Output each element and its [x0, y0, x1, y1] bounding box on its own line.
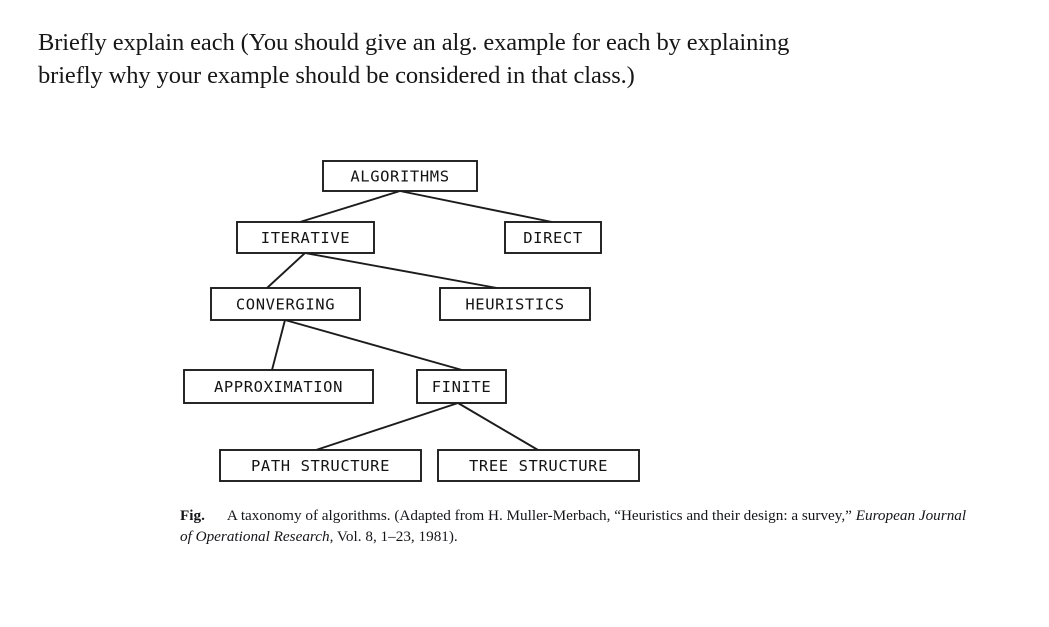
node-label-approximation: APPROXIMATION [214, 378, 343, 396]
node-algorithms[interactable]: ALGORITHMS [322, 160, 478, 192]
node-box-path-structure [219, 449, 422, 482]
node-finite[interactable]: FINITE [416, 369, 507, 404]
question-prompt: Briefly explain each (You should give an… [38, 26, 988, 92]
edge-algorithms-to-direct [399, 190, 553, 223]
node-label-algorithms: ALGORITHMS [350, 168, 449, 186]
node-box-algorithms [322, 160, 478, 192]
taxonomy-figure: ALGORITHMS ITERATIVE DIRECT CONVERGING HEURI… [0, 140, 1049, 560]
node-box-finite [416, 369, 507, 404]
edge-layer [266, 190, 553, 451]
node-direct[interactable]: DIRECT [504, 221, 602, 254]
node-label-path-structure: PATH STRUCTURE [251, 457, 390, 475]
node-label-heuristics: HEURISTICS [465, 296, 564, 314]
node-label-iterative: ITERATIVE [261, 229, 350, 247]
node-box-heuristics [439, 287, 591, 321]
edge-finite-to-path-structure [315, 402, 459, 451]
edge-algorithms-to-iterative [299, 190, 401, 223]
prompt-line-2: briefly why your example should be consi… [38, 62, 635, 89]
node-heuristics[interactable]: HEURISTICS [439, 287, 591, 321]
node-path-structure[interactable]: PATH STRUCTURE [219, 449, 422, 482]
node-tree-structure[interactable]: TREE STRUCTURE [437, 449, 640, 482]
prompt-line-1: Briefly explain each (You should give an… [38, 29, 790, 56]
node-approximation[interactable]: APPROXIMATION [183, 369, 374, 404]
node-label-converging: CONVERGING [236, 296, 335, 314]
edge-finite-to-tree-structure [457, 402, 539, 451]
caption-fig-label: Fig. [180, 507, 205, 524]
node-box-tree-structure [437, 449, 640, 482]
node-label-direct: DIRECT [523, 229, 583, 247]
caption-text-before-italic: A taxonomy of algorithms. (Adapted from … [226, 507, 856, 524]
caption-journal-title: European Journal of Operational Research [180, 507, 967, 545]
node-box-iterative [236, 221, 375, 254]
edge-converging-to-approximation [271, 319, 286, 371]
node-box-converging [210, 287, 361, 321]
edge-iterative-to-heuristics [304, 252, 498, 289]
taxonomy-tree-diagram: ALGORITHMS ITERATIVE DIRECT CONVERGING HEURI… [183, 160, 640, 482]
node-converging[interactable]: CONVERGING [210, 287, 361, 321]
node-box-direct [504, 221, 602, 254]
figure-caption: Fig. A taxonomy of algorithms. (Adapted f… [180, 506, 980, 547]
node-iterative[interactable]: ITERATIVE [236, 221, 375, 254]
edge-iterative-to-converging [266, 252, 306, 289]
node-box-approximation [183, 369, 374, 404]
caption-text-after-italic: , Vol. 8, 1–23, 1981). [329, 527, 458, 545]
edge-converging-to-finite [284, 319, 463, 371]
node-layer: ALGORITHMS ITERATIVE DIRECT CONVERGING HEURI… [183, 160, 640, 482]
node-label-finite: FINITE [432, 378, 492, 396]
node-label-tree-structure: TREE STRUCTURE [469, 457, 608, 475]
